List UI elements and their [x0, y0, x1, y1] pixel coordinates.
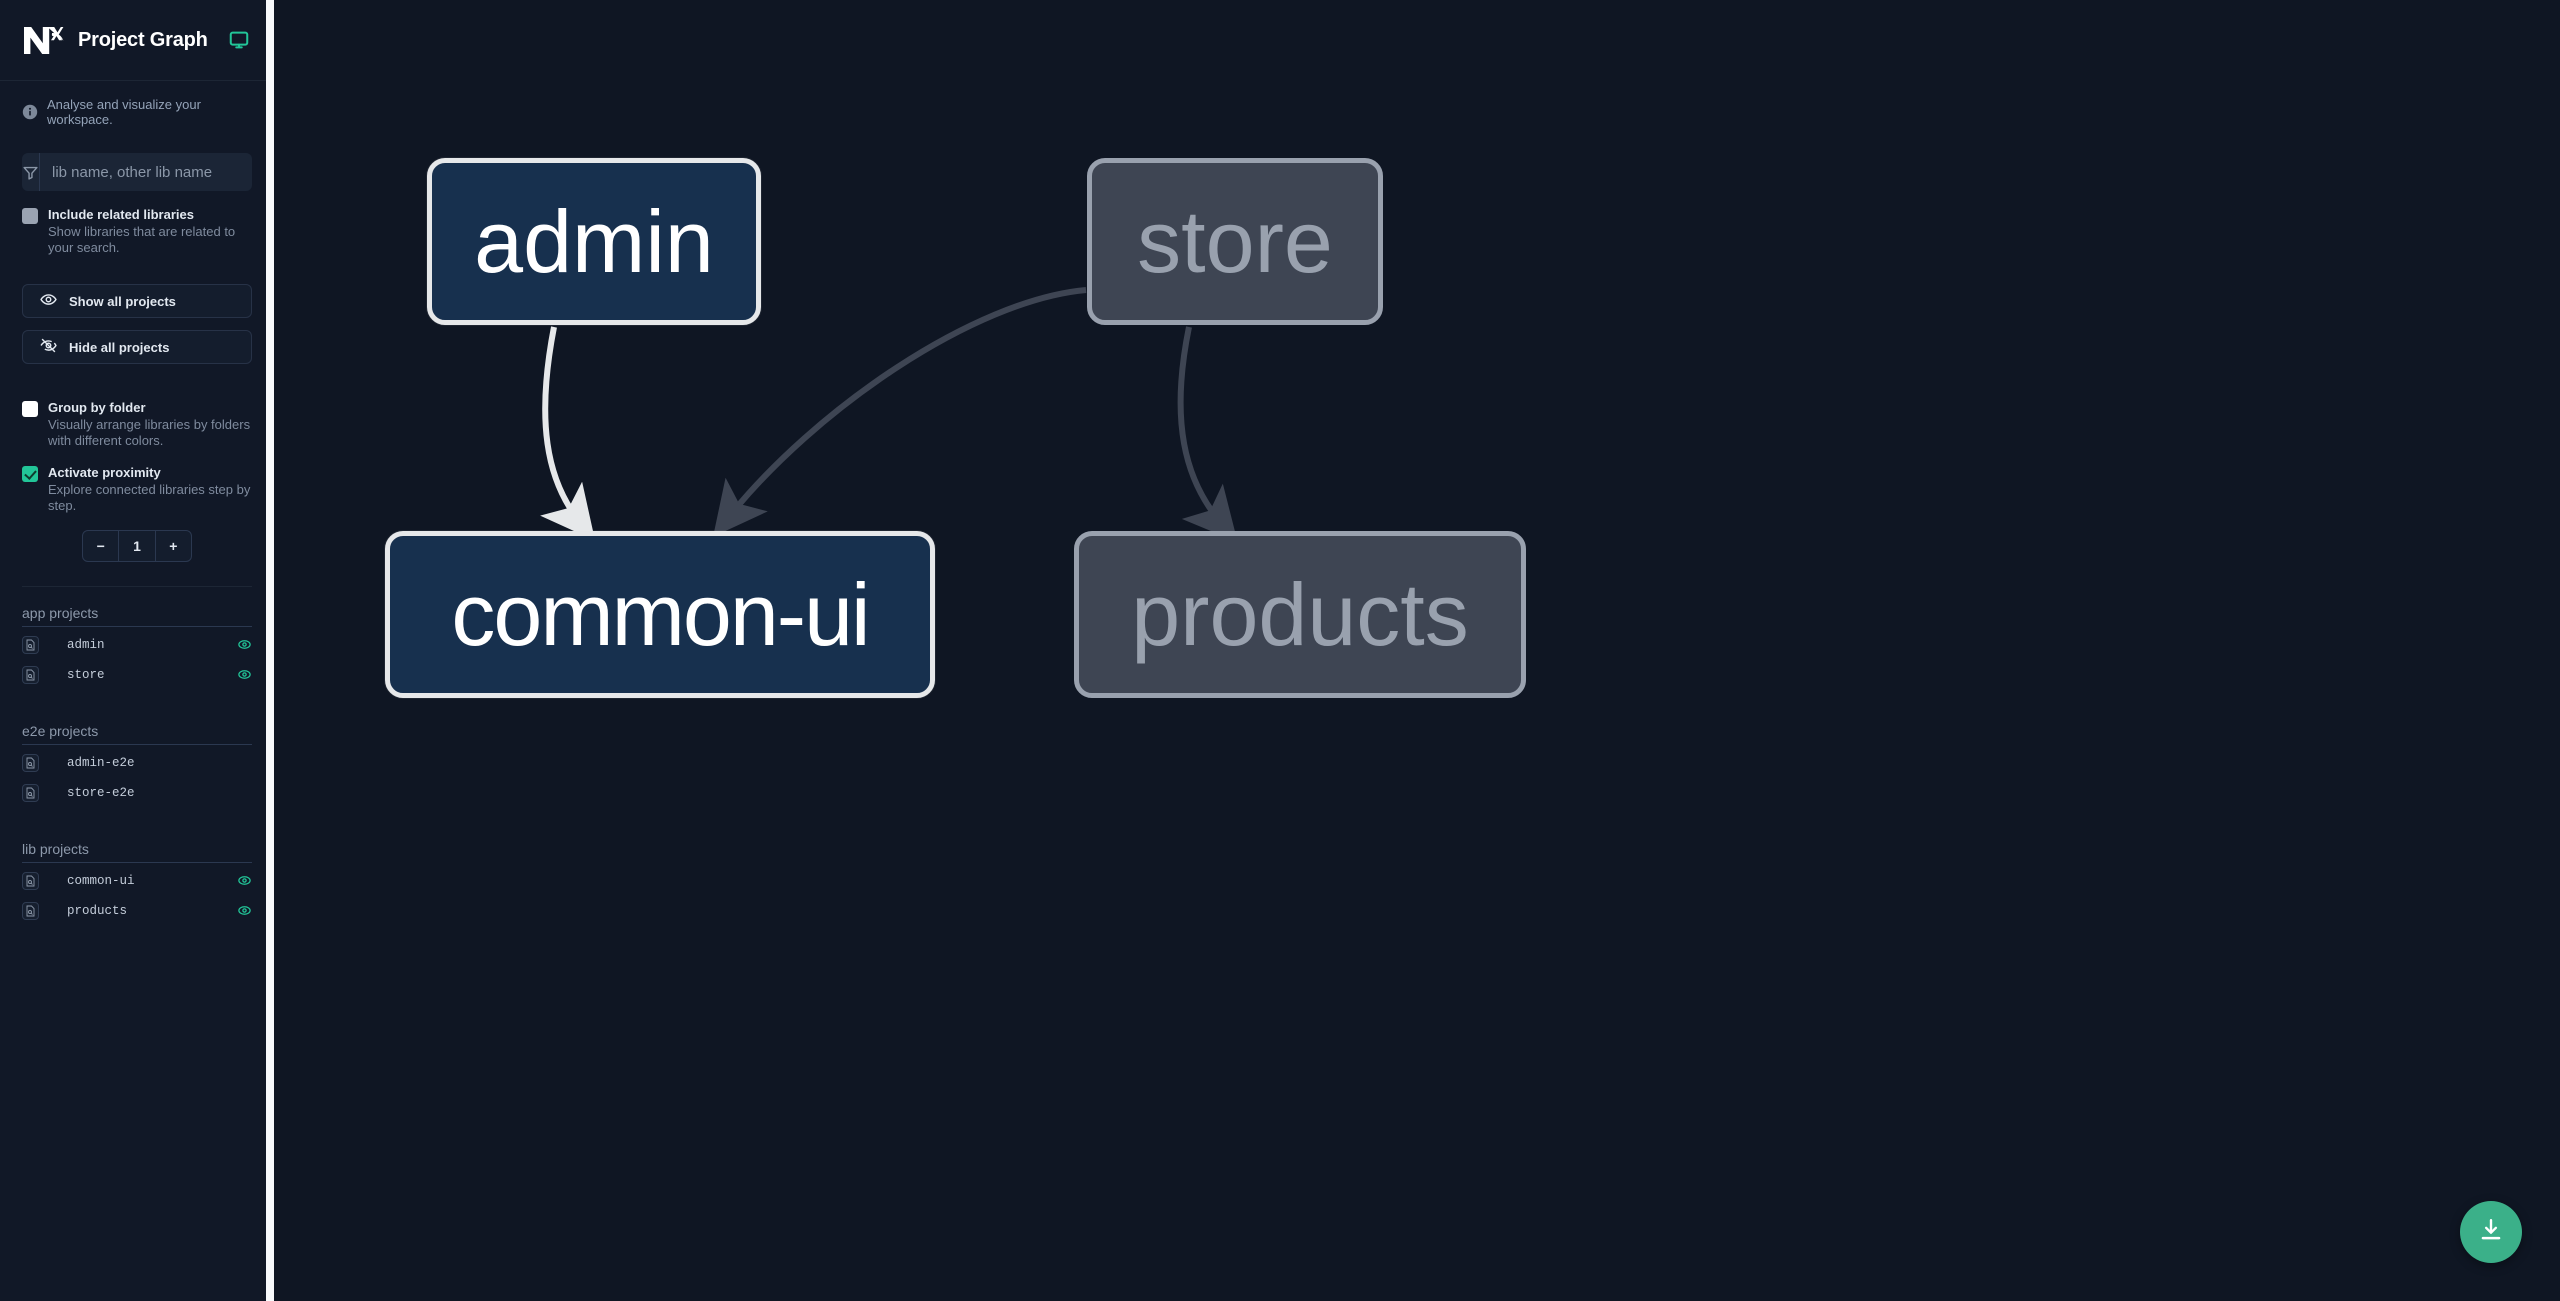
activate-proximity-description: Explore connected libraries step by step…: [48, 482, 251, 513]
graph-node-products[interactable]: products: [1074, 531, 1526, 698]
group-title-e2e-projects: e2e projects: [22, 709, 252, 745]
download-graph-button[interactable]: [2460, 1201, 2522, 1263]
show-all-projects-label: Show all projects: [69, 293, 176, 309]
project-name: admin-e2e: [67, 755, 135, 770]
project-name: common-ui: [67, 873, 135, 888]
eye-off-icon: [40, 337, 57, 357]
funnel-icon: [22, 153, 40, 191]
sidebar-resize-handle[interactable]: [266, 0, 274, 1301]
page-title: Project Graph: [78, 28, 208, 51]
graph-node-label: store: [1137, 191, 1333, 291]
proximity-stepper[interactable]: − 1 +: [82, 530, 192, 562]
group-by-folder-label: Group by folder: [48, 400, 146, 415]
eye-visible-icon[interactable]: [237, 637, 252, 652]
option-include-related-libraries[interactable]: Include related libraries Show libraries…: [22, 206, 252, 256]
sidebar-controls: Include related libraries Show libraries…: [0, 127, 274, 923]
include-related-description: Show libraries that are related to your …: [48, 224, 236, 255]
project-name: store-e2e: [67, 785, 135, 800]
activate-proximity-label: Activate proximity: [48, 465, 161, 480]
group-title-lib-projects: lib projects: [22, 827, 252, 863]
eye-visible-icon[interactable]: [237, 667, 252, 682]
search-field[interactable]: [22, 153, 252, 191]
graph-node-admin[interactable]: admin: [427, 158, 761, 325]
tagline: Analyse and visualize your workspace.: [0, 81, 274, 127]
tagline-text: Analyse and visualize your workspace.: [47, 97, 201, 127]
graph-node-label: admin: [474, 191, 714, 291]
sidebar-divider: [22, 586, 252, 587]
graph-node-store[interactable]: store: [1087, 158, 1383, 325]
file-search-icon: [22, 871, 39, 890]
sidebar-header: Project Graph: [0, 0, 274, 81]
project-name: admin: [67, 637, 105, 652]
include-related-label: Include related libraries: [48, 207, 194, 222]
eye-visible-icon[interactable]: [237, 903, 252, 918]
search-input[interactable]: [40, 153, 252, 191]
file-search-icon: [22, 665, 39, 684]
option-group-by-folder[interactable]: Group by folder Visually arrange librari…: [22, 399, 252, 449]
edge-admin-to-common-ui: [540, 326, 596, 541]
show-all-projects-button[interactable]: Show all projects: [22, 284, 252, 318]
file-search-icon: [22, 901, 39, 920]
proximity-decrement-button[interactable]: −: [96, 538, 105, 554]
nx-logo-icon: [22, 23, 64, 57]
monitor-icon[interactable]: [228, 29, 250, 51]
eye-icon: [40, 291, 57, 311]
eye-visible-icon[interactable]: [237, 873, 252, 888]
group-by-folder-description: Visually arrange libraries by folders wi…: [48, 417, 251, 448]
info-icon: [22, 104, 38, 120]
project-name: store: [67, 667, 105, 682]
proximity-increment-button[interactable]: +: [169, 538, 178, 554]
project-row-products[interactable]: products: [22, 898, 252, 923]
graph-node-label: products: [1131, 564, 1469, 664]
include-related-checkbox[interactable]: [22, 208, 38, 224]
file-search-icon: [22, 753, 39, 772]
group-by-folder-checkbox[interactable]: [22, 401, 38, 417]
edge-store-to-products: [1177, 326, 1238, 543]
graph-node-common-ui[interactable]: common-ui: [385, 531, 935, 698]
group-title-app-projects: app projects: [22, 587, 252, 627]
proximity-value: 1: [118, 531, 156, 561]
edge-store-to-common-ui: [713, 287, 1087, 537]
option-activate-proximity[interactable]: Activate proximity Explore connected lib…: [22, 464, 252, 514]
hide-all-projects-button[interactable]: Hide all projects: [22, 330, 252, 364]
graph-canvas[interactable]: admin store common-ui products: [274, 0, 2560, 1301]
project-row-store-e2e[interactable]: store-e2e: [22, 780, 252, 805]
graph-node-label: common-ui: [451, 564, 870, 664]
project-row-admin-e2e[interactable]: admin-e2e: [22, 750, 252, 775]
activate-proximity-checkbox[interactable]: [22, 466, 38, 482]
hide-all-projects-label: Hide all projects: [69, 339, 170, 355]
project-row-admin[interactable]: admin: [22, 632, 252, 657]
download-icon: [2478, 1217, 2504, 1248]
sidebar: Project Graph Analyse and visualize your…: [0, 0, 274, 1301]
file-search-icon: [22, 635, 39, 654]
file-search-icon: [22, 783, 39, 802]
project-name: products: [67, 903, 128, 918]
project-row-store[interactable]: store: [22, 662, 252, 687]
project-row-common-ui[interactable]: common-ui: [22, 868, 252, 893]
